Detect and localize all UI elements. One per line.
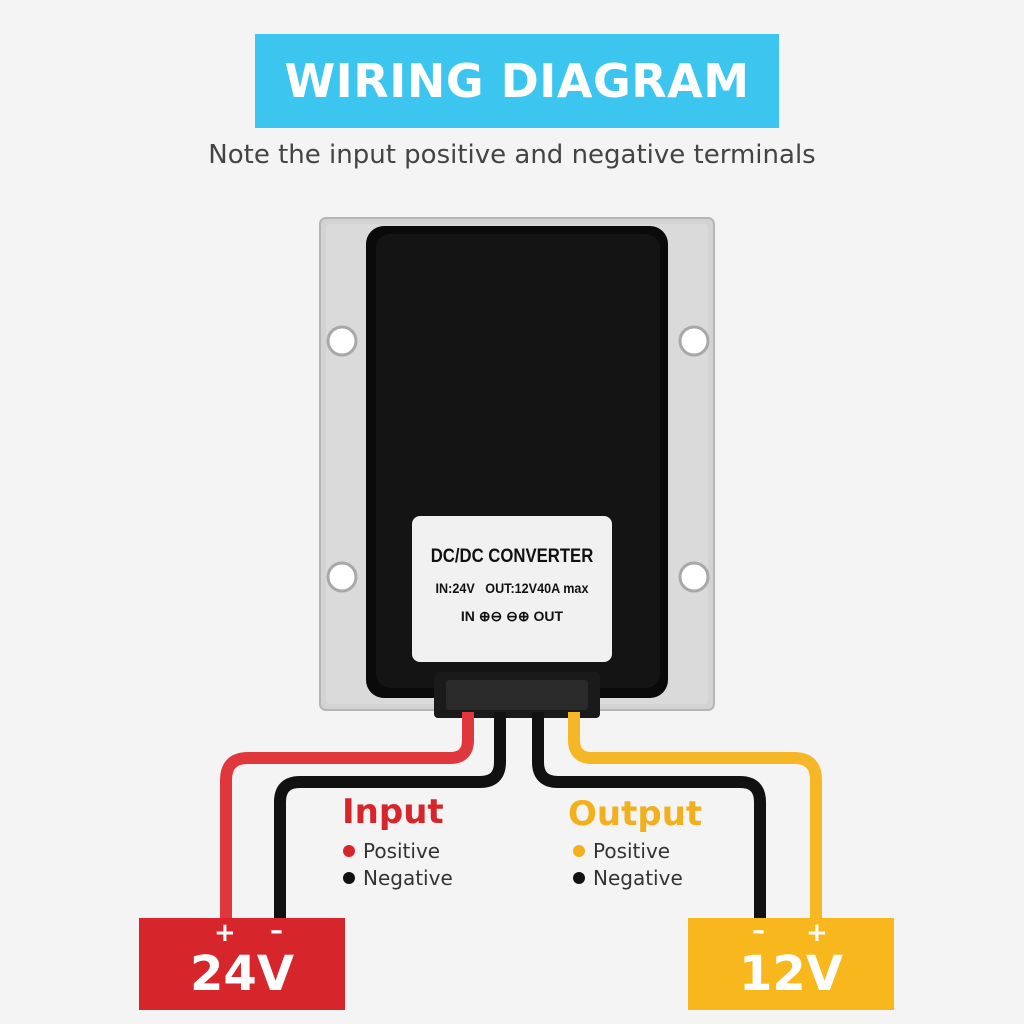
input-legend-negative: Negative bbox=[343, 866, 453, 890]
output-voltage: 12V bbox=[739, 946, 843, 1002]
output-plus-terminal: + bbox=[806, 918, 828, 948]
output-legend-positive: Positive bbox=[573, 839, 670, 863]
output-legend-title: Output bbox=[568, 794, 703, 834]
mounting-hole-top-right bbox=[678, 325, 710, 357]
red-dot-icon bbox=[343, 845, 355, 857]
output-negative-label: Negative bbox=[593, 866, 683, 890]
output-voltage-box: 12V bbox=[688, 944, 894, 1004]
terminal-symbols: ⊕⊖ ⊖⊕ bbox=[478, 608, 530, 624]
yellow-dot-icon bbox=[573, 845, 585, 857]
label-input-rating: IN:24V bbox=[435, 580, 475, 596]
input-minus-terminal: – bbox=[270, 916, 283, 946]
converter-label: DC/DC CONVERTER IN:24V OUT:12V40A max IN… bbox=[412, 516, 612, 662]
input-negative-label: Negative bbox=[363, 866, 453, 890]
input-negative-wire bbox=[274, 712, 506, 932]
output-battery bbox=[688, 918, 894, 1010]
output-negative-wire bbox=[532, 712, 766, 932]
label-out-word: OUT bbox=[533, 608, 564, 624]
output-positive-wire bbox=[568, 712, 822, 932]
input-positive-label: Positive bbox=[363, 839, 441, 863]
input-positive-wire bbox=[220, 712, 474, 932]
label-in-word: IN bbox=[460, 608, 475, 624]
label-terminals: IN ⊕⊖ ⊖⊕ OUT bbox=[412, 608, 612, 625]
input-voltage-box: 24V bbox=[139, 944, 345, 1004]
title-banner: WIRING DIAGRAM bbox=[255, 34, 779, 128]
mounting-hole-top-left bbox=[326, 325, 358, 357]
black-dot-icon bbox=[573, 872, 585, 884]
output-minus-terminal: – bbox=[752, 916, 765, 946]
output-positive-label: Positive bbox=[593, 839, 671, 863]
label-output-rating: OUT:12V40A max bbox=[485, 580, 589, 596]
input-voltage: 24V bbox=[190, 946, 294, 1002]
output-legend-negative: Negative bbox=[573, 866, 683, 890]
input-legend-positive: Positive bbox=[343, 839, 440, 863]
subtitle: Note the input positive and negative ter… bbox=[208, 140, 816, 170]
mounting-hole-bottom-right bbox=[678, 561, 710, 593]
input-legend-title: Input bbox=[342, 792, 444, 832]
input-plus-terminal: + bbox=[214, 918, 236, 948]
input-battery bbox=[139, 918, 345, 1010]
label-model: DC/DC CONVERTER bbox=[430, 546, 594, 567]
mounting-hole-bottom-left bbox=[326, 561, 358, 593]
page-title: WIRING DIAGRAM bbox=[284, 54, 750, 108]
label-ratings: IN:24V OUT:12V40A max bbox=[422, 580, 602, 596]
black-dot-icon bbox=[343, 872, 355, 884]
